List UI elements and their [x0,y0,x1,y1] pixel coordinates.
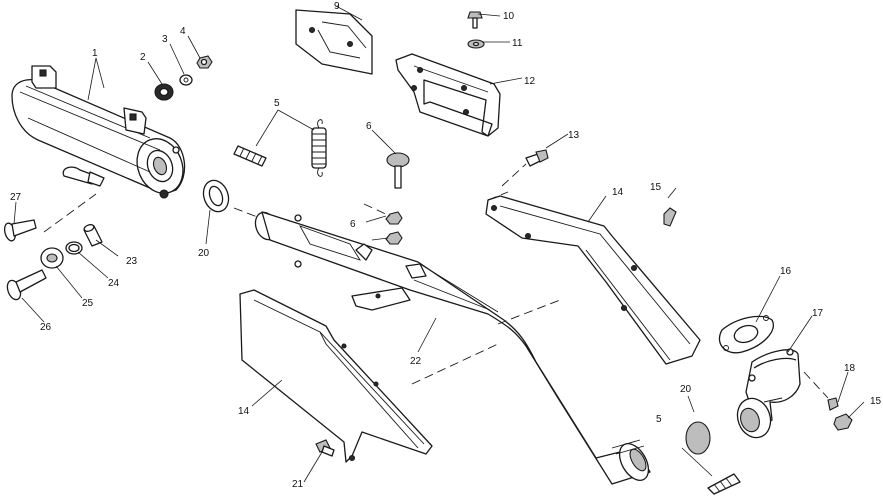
screw-18 [827,397,839,411]
callout-12: 12 [524,76,536,87]
leader-lines [13,5,865,483]
callout-15-upper: 15 [650,182,662,193]
clip-15-upper [663,207,677,227]
spring-5-lower [707,473,741,495]
callout-6: 6 [350,219,356,230]
callout-13: 13 [568,130,580,141]
spring-5-short [233,145,267,167]
seal-20-upper [202,179,230,213]
callout-15-lower: 15 [870,396,882,407]
callout-20-lower: 20 [680,384,692,395]
gasket-16 [718,315,774,354]
washer-3 [179,74,193,86]
callout-1: 1 [92,48,98,59]
callout-22: 22 [410,356,422,367]
callout-5-lower: 5 [656,414,662,425]
screw-21 [315,439,335,457]
assembly-lines [43,163,829,399]
heat-shield-14-upper [485,195,701,365]
callout-4: 4 [180,26,186,37]
grommet-2 [154,83,174,101]
nut-6-lower [385,231,403,245]
callout-5-upper: 5 [274,98,280,109]
grommet-25 [40,247,64,269]
callout-16: 16 [780,266,792,277]
callout-14-lower: 14 [238,406,250,417]
heat-shield-14-lower [239,289,433,463]
screw-10 [467,11,483,29]
callout-23: 23 [126,256,138,267]
nut-6-upper [385,211,403,225]
bolt-26 [6,269,47,301]
heat-shield-9 [295,9,373,75]
callout-10: 10 [503,11,515,22]
callout-3: 3 [162,34,168,45]
callout-21: 21 [292,479,304,490]
bolt-8 [386,152,410,189]
callout-8: 6 [366,121,372,132]
callout-14-upper: 14 [612,187,624,198]
screw-13 [525,149,549,167]
callout-2: 2 [140,52,146,63]
spring-5-long [311,119,327,177]
exhaust-elbow-17 [736,348,801,439]
callout-17: 17 [812,308,824,319]
callout-11: 11 [512,38,523,49]
muffler [11,65,186,199]
bolt-27 [3,219,37,242]
washer-11 [467,39,485,49]
head-pipe-22 [254,211,651,485]
seal-20-lower [685,421,711,455]
nut-15-lower [833,413,853,431]
callout-9: 9 [334,1,340,12]
nut-4 [196,55,213,69]
callout-27: 27 [10,192,22,203]
callout-25: 25 [82,298,94,309]
callout-24: 24 [108,278,120,289]
bracket-12 [395,53,501,137]
callout-26: 26 [40,322,52,333]
callout-20-upper: 20 [198,248,210,259]
callout-18: 18 [844,363,856,374]
o-ring-24 [65,241,83,255]
callout-labels: 1 2 3 4 5 5 6 6 9 10 11 12 13 14 14 15 1… [10,1,882,490]
